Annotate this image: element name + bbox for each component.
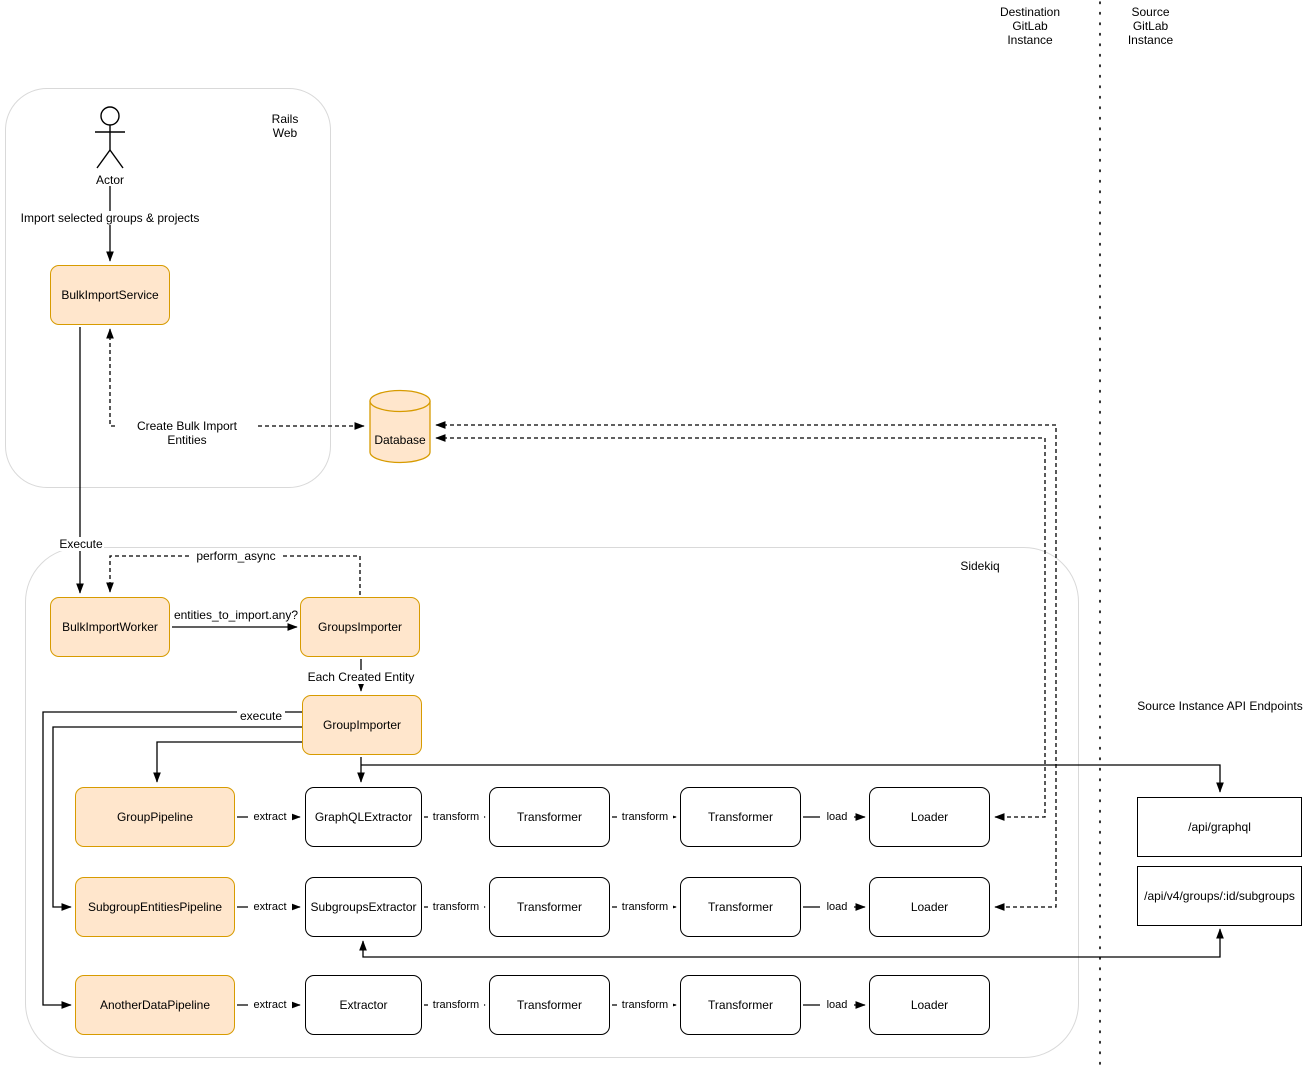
each-created-entity-label: Each Created Entity [305, 670, 417, 684]
transform2-label-row2: transform [617, 900, 673, 914]
create-entities-label: Create Bulk Import Entities [118, 419, 256, 447]
destination-line2: GitLab [1012, 19, 1048, 33]
loader-row1-node: Loader [869, 787, 990, 847]
source-instance-label: Source GitLab Instance [1103, 5, 1198, 47]
execute-label: Execute [58, 537, 104, 551]
load-label-row2: load [820, 900, 854, 914]
actor-icon [95, 106, 125, 169]
transform2-label-row3: transform [617, 998, 673, 1012]
extractor-row3-node: Extractor [305, 975, 422, 1035]
loader-row2-node: Loader [869, 877, 990, 937]
transformer1-row3-node: Transformer [489, 975, 610, 1035]
source-line2: GitLab [1132, 19, 1169, 33]
groupsimporter-node: GroupsImporter [300, 597, 420, 657]
destination-line1: Destination [999, 5, 1061, 19]
extract-label-row2: extract [248, 900, 292, 914]
database-label: Database [374, 433, 426, 447]
transformer2-row3-node: Transformer [680, 975, 801, 1035]
graphqlextractor-node: GraphQLExtractor [305, 787, 422, 847]
execute-inner-label: execute [237, 709, 285, 723]
api-graphql-endpoint: /api/graphql [1137, 797, 1302, 857]
subgroupentitiespipeline-node: SubgroupEntitiesPipeline [75, 877, 235, 937]
load-label-row1: load [820, 810, 854, 824]
database-cylinder [369, 389, 431, 464]
arrow-execute-to-subgroupentitiespipeline [52, 726, 302, 911]
source-line1: Source [1131, 5, 1170, 19]
dashed-create-bulk-import-entities [106, 328, 365, 430]
subgroupsextractor-node: SubgroupsExtractor [305, 877, 422, 937]
api-subgroups-endpoint: /api/v4/groups/:id/subgroups [1137, 866, 1302, 926]
entities-to-import-label: entities_to_import.any? [173, 608, 299, 622]
transform1-label-row2: transform [428, 900, 484, 914]
transformer1-row2-node: Transformer [489, 877, 610, 937]
transform2-label-row1: transform [617, 810, 673, 824]
source-line3: Instance [1127, 33, 1174, 47]
anotherdatapipeline-node: AnotherDataPipeline [75, 975, 235, 1035]
rails-label-line2: Web [272, 126, 298, 140]
transformer1-row1-node: Transformer [489, 787, 610, 847]
dashed-database-loader1 [435, 434, 1046, 821]
rails-web-container [5, 88, 331, 488]
groupimporter-node: GroupImporter [302, 695, 422, 755]
import-selected-label: Import selected groups & projects [20, 211, 200, 225]
extract-label-row3: extract [248, 998, 292, 1012]
bulkimportservice-node: BulkImportService [50, 265, 170, 325]
dashed-database-loader2 [435, 421, 1057, 911]
transform1-label-row1: transform [428, 810, 484, 824]
arrow-execute-to-grouppipeline [153, 741, 302, 783]
rails-web-label: Rails Web [255, 112, 315, 140]
grouppipeline-node: GroupPipeline [75, 787, 235, 847]
perform-async-label: perform_async [190, 549, 282, 563]
transformer2-row2-node: Transformer [680, 877, 801, 937]
bulkimportworker-node: BulkImportWorker [50, 597, 170, 657]
load-label-row3: load [820, 998, 854, 1012]
api-endpoints-title: Source Instance API Endpoints [1137, 699, 1303, 713]
extract-label-row1: extract [248, 810, 292, 824]
transform1-label-row3: transform [428, 998, 484, 1012]
sidekiq-label: Sidekiq [960, 559, 1000, 573]
destination-line3: Instance [1007, 33, 1053, 47]
rails-label-line1: Rails [271, 112, 299, 126]
arrow-execute-to-anotherdatapipeline [42, 711, 302, 1009]
actor-label: Actor [95, 173, 124, 187]
arrow-subgroupsextractor-api-subgroups [359, 928, 1224, 958]
transformer2-row1-node: Transformer [680, 787, 801, 847]
loader-row3-node: Loader [869, 975, 990, 1035]
destination-instance-label: Destination GitLab Instance [980, 5, 1080, 47]
